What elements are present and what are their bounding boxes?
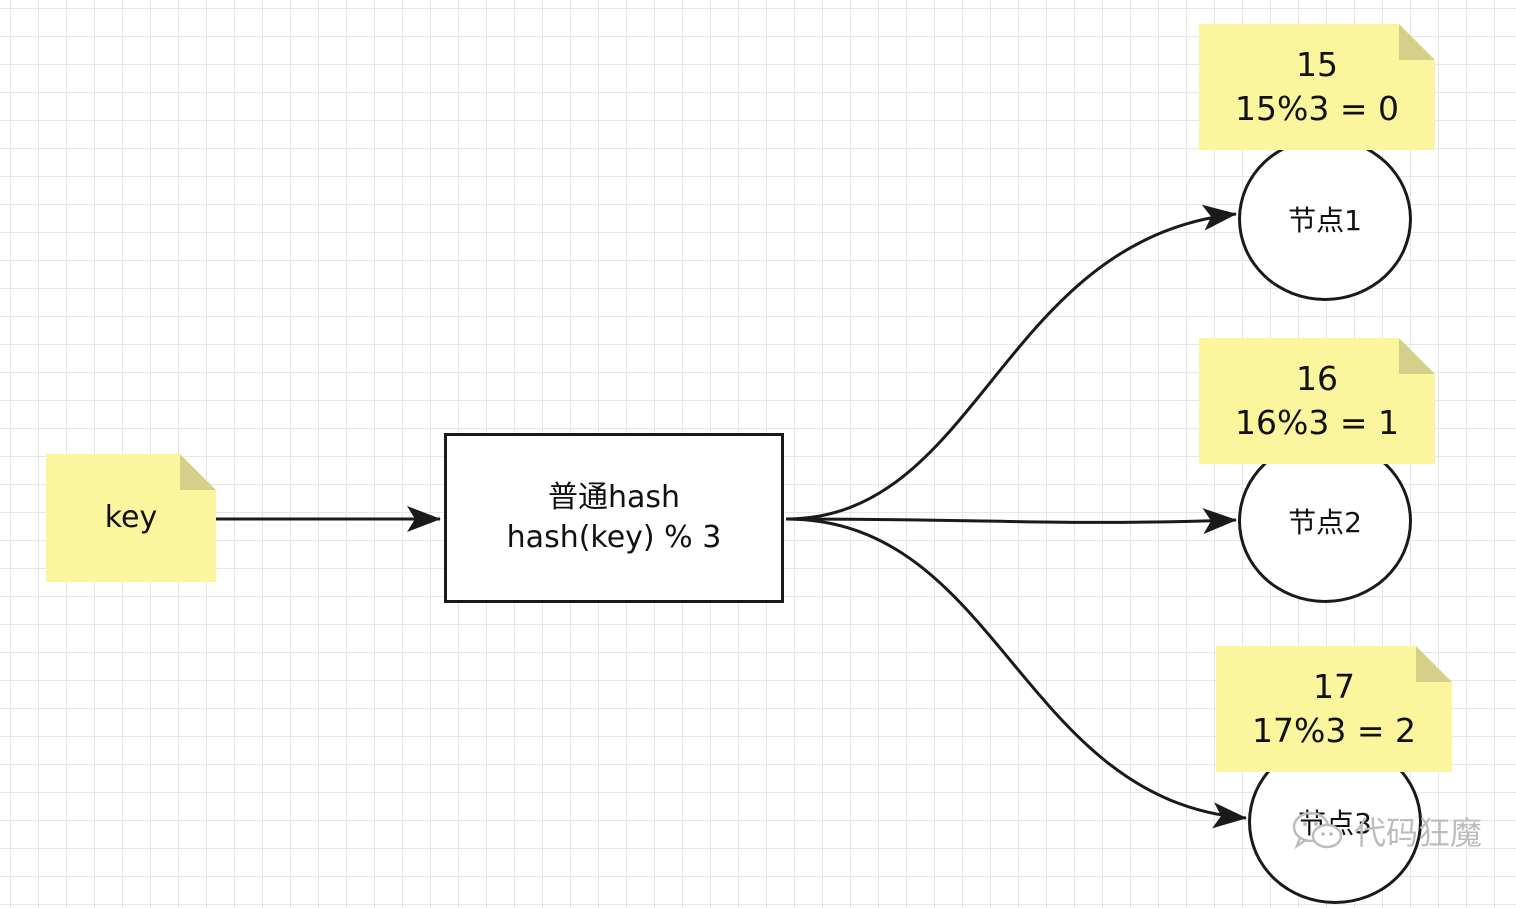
hash-note-17: 17 17%3 = 2 [1216,646,1452,772]
note-formula: 15%3 = 0 [1235,89,1399,128]
node-1-circle: 节点1 [1238,137,1412,301]
key-label: key [104,500,158,535]
hash-box-title: 普通hash [547,480,681,515]
hash-note-16: 16 16%3 = 1 [1199,338,1435,464]
node-2-circle: 节点2 [1238,439,1412,603]
wechat-icon [1292,811,1343,850]
hash-box-formula: hash(key) % 3 [506,520,722,555]
note-formula: 17%3 = 2 [1252,711,1416,750]
hash-note-15: 15 15%3 = 0 [1199,24,1435,150]
arrow-hash-to-node2 [785,508,1237,535]
hash-function-box: 普通hash hash(key) % 3 [444,433,784,603]
node-1-label: 节点1 [1288,204,1362,237]
note-formula: 16%3 = 1 [1235,403,1399,442]
arrow-hash-to-node3 [785,517,1247,829]
key-note: key [46,454,216,582]
watermark: 代码狂魔 [1290,808,1482,854]
node-2-label: 节点2 [1288,506,1362,539]
watermark-text: 代码狂魔 [1354,814,1483,852]
arrow-hash-to-node1 [785,204,1237,521]
note-value: 15 [1296,45,1338,84]
note-value: 16 [1296,359,1338,398]
note-value: 17 [1313,667,1355,706]
